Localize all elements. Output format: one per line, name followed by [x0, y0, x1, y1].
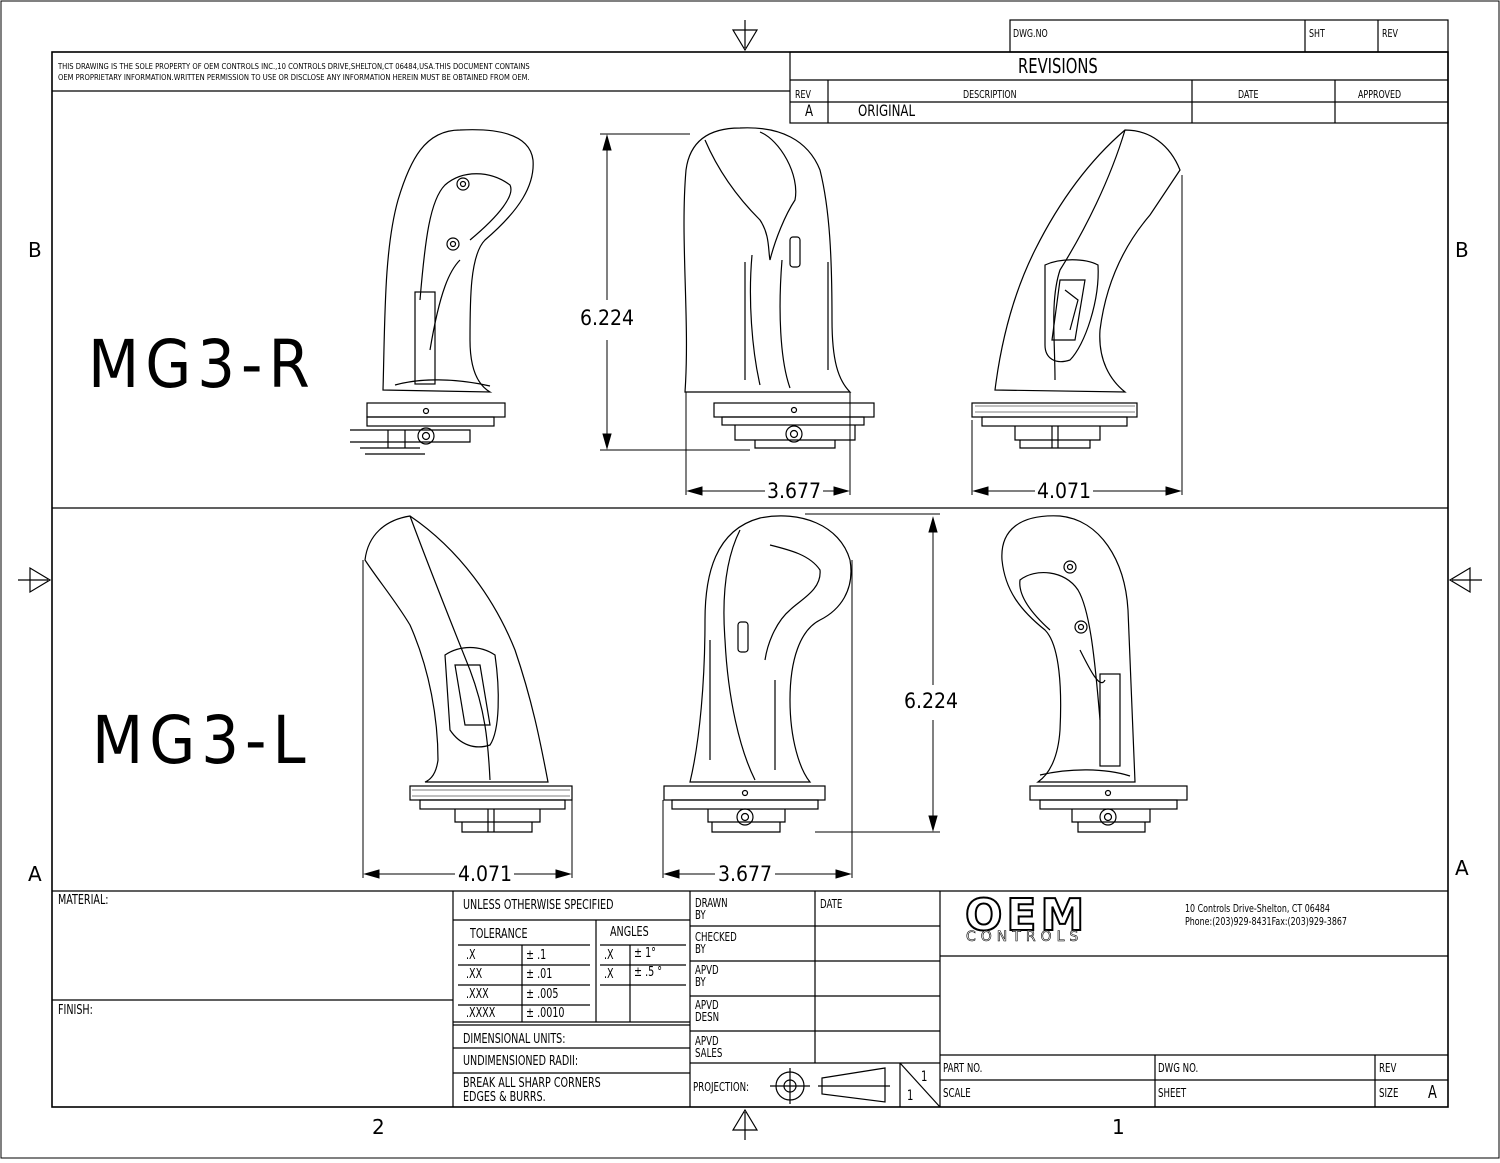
- tol-val-xxx: ± .005: [526, 987, 559, 1002]
- unless-specified-label: UNLESS OTHERWISE SPECIFIED: [463, 898, 614, 913]
- break-corners-line2: EDGES & BURRS.: [463, 1090, 546, 1105]
- finish-label: FINISH:: [58, 1003, 93, 1018]
- tol-val-xxxx: ± .0010: [526, 1006, 565, 1021]
- dim-height-top: [600, 133, 750, 451]
- ang-val-1: ± 1°: [634, 946, 656, 961]
- apvd-sales-label: APVD SALES: [695, 1034, 723, 1060]
- tol-key-x: .X: [466, 948, 476, 963]
- scale-ratio-num: 1: [921, 1069, 928, 1085]
- rev-header-approved: APPROVED: [1358, 88, 1402, 101]
- dim-value-width-front-top: 3.677: [765, 479, 824, 503]
- drawn-by-label: DRAWN BY: [695, 896, 728, 922]
- dim-value-width-front-bottom: 3.677: [716, 862, 775, 886]
- zone-label-b-left: B: [28, 238, 42, 262]
- checked-by-label: CHECKED BY: [695, 930, 737, 956]
- dim-width-side-top: [971, 175, 1183, 496]
- dim-value-height-top: 6.224: [578, 306, 637, 330]
- size-value: A: [1428, 1082, 1437, 1103]
- projection-symbol: [770, 1062, 941, 1108]
- centering-arrow-bottom: [731, 1108, 759, 1140]
- top-sht-label: SHT: [1309, 27, 1325, 40]
- revisions-title: REVISIONS: [1018, 54, 1098, 78]
- company-address: 10 Controls Drive-Shelton, CT 06484: [1185, 902, 1330, 915]
- rev-row-description: ORIGINAL: [858, 101, 916, 120]
- proprietary-notice-line1: THIS DRAWING IS THE SOLE PROPERTY OF OEM…: [58, 62, 530, 71]
- tolerance-header: TOLERANCE: [470, 927, 528, 942]
- material-label: MATERIAL:: [58, 893, 109, 908]
- rev-label: REV: [1379, 1061, 1397, 1075]
- undimensioned-radii-label: UNDIMENSIONED RADII:: [463, 1054, 579, 1069]
- scale-label: SCALE: [943, 1086, 971, 1100]
- proprietary-notice-line2: OEM PROPRIETARY INFORMATION.WRITTEN PERM…: [58, 73, 530, 82]
- part-no-label: PART NO.: [943, 1061, 983, 1075]
- dim-width-front-bottom: [662, 560, 853, 879]
- scale-ratio-den: 1: [907, 1088, 914, 1104]
- date-label: DATE: [820, 897, 843, 911]
- zone-label-2: 2: [372, 1115, 385, 1139]
- size-label: SIZE: [1379, 1086, 1399, 1100]
- top-rev-label: REV: [1382, 27, 1398, 40]
- projection-label: PROJECTION:: [693, 1080, 750, 1094]
- dim-value-width-side-top: 4.071: [1035, 479, 1094, 503]
- apvd-by-label: APVD BY: [695, 963, 719, 989]
- dim-height-bottom: [805, 513, 940, 833]
- tol-val-xx: ± .01: [526, 967, 553, 982]
- tol-key-xx: .XX: [466, 967, 483, 982]
- zone-label-a-right: A: [1455, 856, 1469, 880]
- model-label-mg3r: MG3-R: [88, 326, 316, 403]
- mg3r-iso-view: [971, 129, 1181, 449]
- dim-value-height-bottom: 6.224: [902, 689, 961, 713]
- mg3l-iso-view: [364, 515, 573, 833]
- tol-key-xxxx: .XXXX: [466, 1006, 496, 1021]
- mg3l-front-view: [663, 515, 852, 833]
- break-corners-line1: BREAK ALL SHARP CORNERS: [463, 1076, 601, 1091]
- dim-value-width-side-bottom: 4.071: [456, 862, 515, 886]
- dwg-no-label: DWG NO.: [1158, 1061, 1199, 1075]
- rev-row-rev: A: [805, 101, 814, 120]
- ang-key-1: .X: [604, 948, 614, 963]
- company-logo-sub: CONTROLS: [966, 929, 1084, 945]
- ang-key-2: .X: [604, 967, 614, 982]
- mg3r-front-view: [683, 127, 875, 449]
- dim-width-front-top: [685, 392, 851, 496]
- rev-header-rev: REV: [795, 88, 811, 101]
- tol-val-x: ± .1: [526, 948, 547, 963]
- rev-header-description: DESCRIPTION: [963, 88, 1017, 101]
- centering-arrow-top: [731, 20, 759, 52]
- tol-key-xxx: .XXX: [466, 987, 489, 1002]
- sheet-label: SHEET: [1158, 1086, 1187, 1100]
- apvd-desn-label: APVD DESN: [695, 998, 720, 1024]
- zone-label-1: 1: [1112, 1115, 1125, 1139]
- zone-label-b-right: B: [1455, 238, 1469, 262]
- zone-label-a-left: A: [28, 862, 42, 886]
- company-phone: Phone:(203)929-8431Fax:(203)929-3867: [1185, 915, 1347, 928]
- centering-arrow-right: [1448, 566, 1482, 594]
- top-dwg-no-label: DWG.NO: [1013, 27, 1048, 40]
- centering-arrow-left: [18, 566, 52, 594]
- revisions-block: [789, 51, 1449, 124]
- mg3r-side-view: [350, 129, 534, 455]
- dim-width-side-bottom: [362, 560, 573, 879]
- company-logo: OEM: [964, 890, 1089, 941]
- dimensional-units-label: DIMENSIONAL UNITS:: [463, 1032, 566, 1047]
- mg3l-side-view: [1001, 515, 1188, 833]
- rev-header-date: DATE: [1238, 88, 1259, 101]
- ang-val-2: ± .5 °: [634, 965, 663, 980]
- model-label-mg3l: MG3-L: [92, 702, 312, 779]
- drawing-frame: [51, 51, 1449, 1108]
- angles-header: ANGLES: [610, 925, 649, 940]
